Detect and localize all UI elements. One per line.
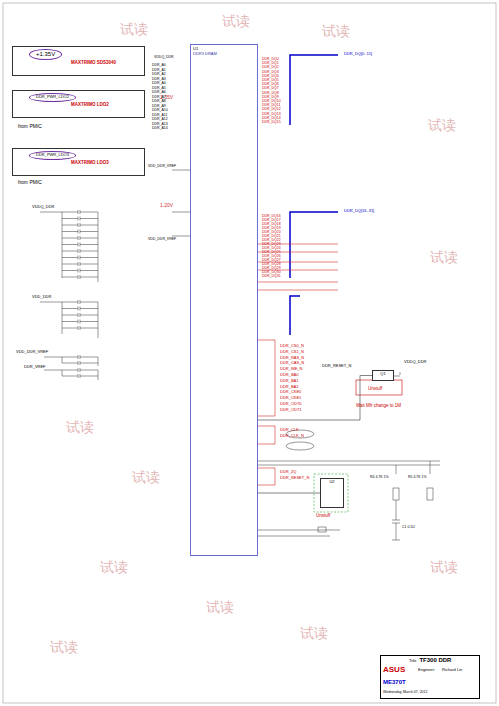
wire [258, 376, 372, 421]
power-box: DDR_PWR_LDO3MAXTRIMO LDO3 [12, 148, 145, 176]
signal-name: DDR_A9 [152, 105, 166, 109]
note-label: Unstuff [368, 387, 382, 392]
watermark: 试读 [100, 560, 128, 575]
signal-name: DDR_RESET_N [280, 476, 309, 480]
signal-name: DDR_CKE0 [280, 390, 301, 394]
watermark: 试读 [132, 470, 160, 485]
signal-name: DDR_BA2 [280, 385, 298, 389]
watermark: 试读 [430, 250, 458, 265]
watermark: 试读 [50, 640, 78, 655]
capacitor-symbols [62, 210, 98, 378]
node-subtitle: MAXTRIMO LDO2 [71, 102, 142, 107]
watermark: 试读 [428, 118, 456, 133]
note-label: VDDQ_DDR [154, 56, 174, 60]
signal-name: DDR_A10 [152, 109, 168, 113]
watermark: 试读 [322, 24, 350, 39]
signal-name: DDR_CAS_N [280, 361, 304, 365]
node-title: DDR_PWR_LDO3 [29, 151, 76, 160]
signal-name: DDR_A13 [152, 123, 168, 127]
note-label: Richard Lin [442, 668, 462, 672]
signal-name: DDR_DQ15 [262, 121, 281, 125]
signal-name: DDR_CS0_N [280, 344, 304, 348]
note-label: ME370T [383, 679, 406, 686]
note-label: VDD_DDR [32, 295, 51, 299]
ic-symbol: U2 [320, 478, 344, 508]
signal-name: DDR_A1 [152, 69, 166, 73]
watermark: 试读 [430, 560, 458, 575]
connector-layer [258, 376, 372, 494]
unstuff-outline [314, 474, 348, 512]
node-title: DDR_PWR_LDO2 [29, 93, 76, 102]
watermark: 试读 [206, 600, 234, 615]
power-box: DDR_PWR_LDO2MAXTRIMO LDO2 [12, 90, 145, 118]
note-label: Wait Mfr change to 1M [356, 404, 401, 409]
node-subtitle: DDR3 DRAM [193, 52, 255, 57]
watermark: 试读 [120, 22, 148, 37]
note-label: VDDQ_DDR [404, 360, 426, 364]
signal-name: DDR_ODT0 [280, 402, 302, 406]
signal-name: DDR_RAS_N [280, 356, 304, 360]
signal-name: DDR_BA1 [280, 379, 298, 383]
signal-name: DDR_A8 [152, 100, 166, 104]
signal-name: DDR_A12 [152, 118, 168, 122]
node-subtitle: MAXTRIMO LDO3 [71, 160, 142, 165]
note-label: VDD_DDR_VREF [148, 238, 176, 242]
signal-name: DDR_A2 [152, 73, 166, 77]
note-label: from PMIC [18, 180, 42, 186]
termination-network [258, 372, 440, 540]
note-label: Unstuff [316, 514, 330, 519]
signal-name: DDR_ODT1 [280, 408, 302, 412]
note-label: VDD_DDR_VREF [148, 165, 176, 169]
signal-name: DDR_DQ31 [262, 275, 281, 279]
ddr-ic: U1DDR3 DRAM [190, 44, 258, 556]
note-label: 1.20V [160, 203, 173, 209]
node-title: +1.35V [29, 49, 62, 60]
signal-name: DDR_A6 [152, 91, 166, 95]
node-title: U2 [322, 480, 342, 485]
note-label: C1 0.1U [402, 526, 415, 530]
watermark: 试读 [66, 420, 94, 435]
page-border [3, 3, 496, 703]
node-title: Title [409, 659, 416, 664]
note-label: VDDQ_DDR [32, 205, 54, 209]
signal-name: DDR_CS1_N [280, 350, 304, 354]
note-label: Wednesday, March 07, 2012 [383, 691, 427, 695]
signal-name: DDR_A0 [152, 64, 166, 68]
note-label: VDD_DDR_VREF [16, 350, 48, 354]
note-label: DDR_DQ[16..31] [344, 209, 374, 213]
signal-name: DDR_CLK [280, 428, 299, 432]
watermark: 试读 [300, 626, 328, 641]
note-label: R4 4.7K 1% [370, 476, 389, 480]
signal-name: DDR_A3 [152, 78, 166, 82]
wire [258, 493, 320, 494]
watermark: 试读 [222, 14, 250, 29]
ic-pin-stubs [172, 170, 190, 236]
signal-name: DDR_BA0 [280, 373, 298, 377]
signal-name: DDR_A4 [152, 82, 166, 86]
signal-name: DDR_CLK_N [280, 434, 304, 438]
note-label: DDR_DQ[0..15] [344, 52, 372, 56]
transistor-symbol: Q1 [372, 370, 394, 381]
data-bus [290, 55, 338, 335]
note-label: DDR_RESET_N [322, 364, 351, 368]
note-label: DDR_VREF [24, 365, 46, 369]
note-label: from PMIC [18, 124, 42, 130]
unstuff-outline [356, 380, 402, 395]
note-label: R5 4.7K 1% [408, 476, 427, 480]
power-box: +1.35V MAXTRIMO SDS3040 [12, 46, 145, 76]
signal-name: DDR_A5 [152, 87, 166, 91]
note-label: Engineer: [418, 668, 435, 672]
signal-name: DDR_A7 [152, 96, 166, 100]
node-title: Q1 [374, 372, 392, 377]
signal-name: DDR_A11 [152, 114, 168, 118]
signal-name: DDR_WE_N [280, 367, 302, 371]
signal-name: DDR_CKE1 [280, 396, 301, 400]
signal-name: DDR_ZQ [280, 470, 296, 474]
note-label: ASUS [383, 666, 405, 675]
node-subtitle: MAXTRIMO SDS3040 [71, 60, 142, 65]
signal-name: DDR_A14 [152, 127, 168, 131]
node-subtitle: TF300 DDR [419, 657, 451, 664]
